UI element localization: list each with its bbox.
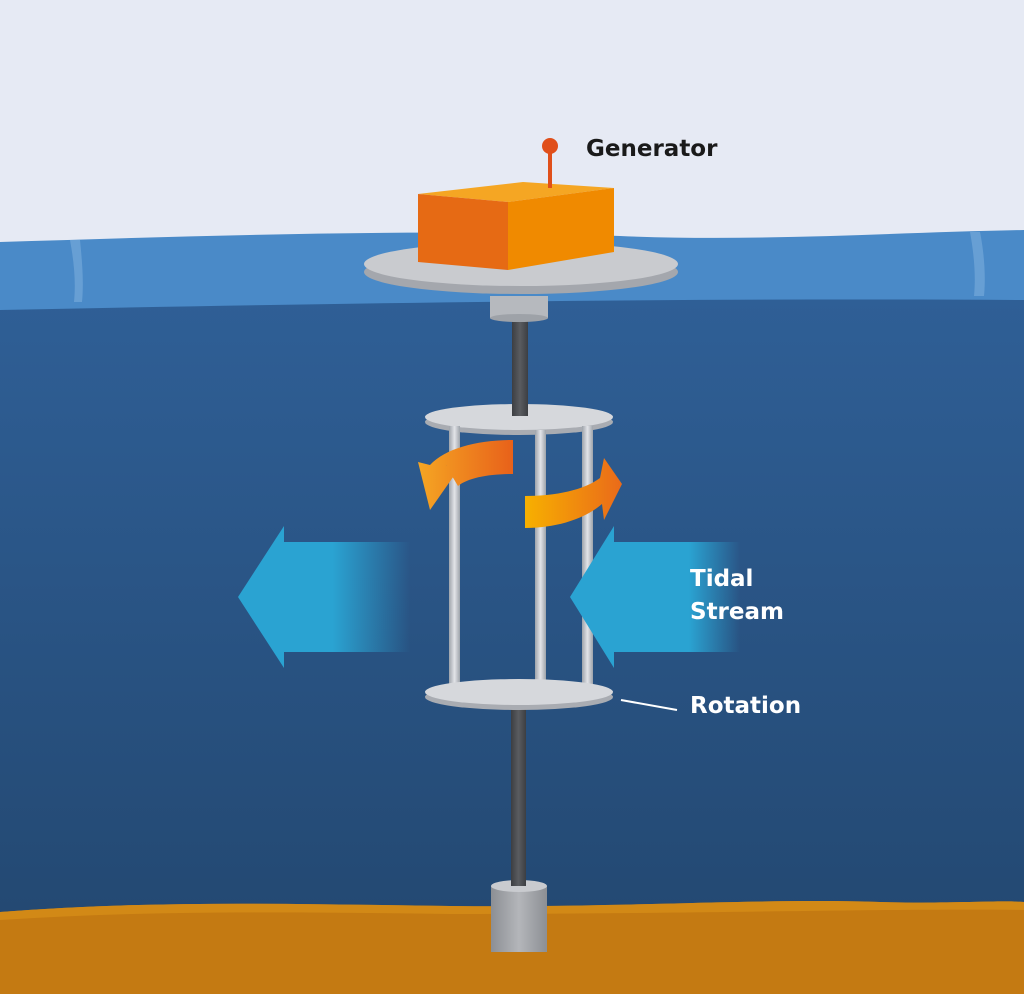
generator-pin-icon [542,138,558,154]
generator-box-top [418,182,614,202]
anchor-base [491,886,547,952]
rotation-arrow-left [418,440,513,510]
deep-water [0,298,1024,994]
turbine-blade-right [582,426,593,690]
tidal-stream-label-line1: Tidal [690,566,754,592]
turbine-blade-center [535,430,546,696]
tidal-stream-label-line2: Stream [690,599,784,625]
tidal-stream-arrow-right [570,526,740,668]
tidal-stream-label: Tidal Stream [690,563,784,629]
generator-box-front [418,194,508,270]
platform-collar [490,296,548,318]
turbine-bottom-disc [425,679,613,705]
generator-pin-stem [548,150,552,188]
rotation-arrow-right [525,458,622,528]
surface-highlight [970,232,985,296]
tidal-stream-arrow-left [238,526,410,668]
generator-box-side [508,188,614,270]
upper-shaft [512,312,528,416]
rotation-leader-line [620,699,678,711]
shaft-cap [512,398,528,416]
platform-collar-bottom [490,314,548,322]
turbine-blade-left [449,426,460,690]
generator-label: Generator [586,136,718,162]
surface-highlight [70,240,83,302]
lower-shaft [511,702,526,886]
turbine-top-disc [425,404,613,430]
rotation-label: Rotation [690,693,802,719]
